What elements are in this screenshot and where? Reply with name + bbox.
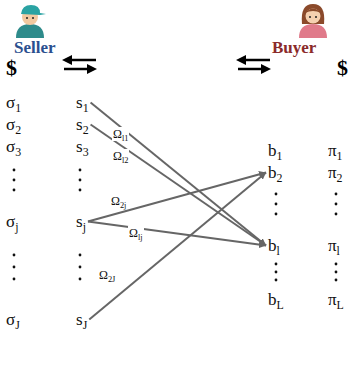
transition-arrow <box>89 173 266 320</box>
node-text: b1 <box>268 141 282 160</box>
price-label: σj <box>6 212 18 232</box>
transition-arrow <box>88 222 266 246</box>
price-label: σ2 <box>6 115 21 135</box>
seller-icon <box>16 5 46 38</box>
price-label: πl <box>328 236 340 256</box>
buyer-icon <box>299 4 327 38</box>
node-text: bl <box>268 236 280 255</box>
edge-label: Ωl2 <box>112 149 129 163</box>
edge-label: Ω2j <box>110 194 127 208</box>
agent-node: sJ <box>74 309 89 330</box>
role-title: Seller <box>14 38 56 58</box>
node-text: sJ <box>76 310 87 329</box>
agent-node: bL <box>266 289 286 310</box>
agent-node: s1 <box>74 92 91 113</box>
node-text: s3 <box>76 137 89 156</box>
price-label: σJ <box>6 310 20 330</box>
edge-label: Ωlj <box>128 226 144 240</box>
price-label: π1 <box>328 141 343 161</box>
exchange-arrows <box>62 55 271 74</box>
node-text: s1 <box>76 93 89 112</box>
money-symbol: $ <box>337 55 348 80</box>
transition-arrow <box>88 173 266 222</box>
transition-arrow <box>91 103 266 246</box>
agent-node: s3 <box>74 136 91 157</box>
agent-node: sj <box>74 211 88 232</box>
transition-arrow <box>91 125 266 246</box>
node-text: b2 <box>268 163 282 182</box>
price-label: πL <box>328 290 344 310</box>
node-text: bL <box>268 290 284 309</box>
agent-node: bl <box>266 235 282 256</box>
edge-label: Ω2J <box>98 268 116 282</box>
ellipsis-dots <box>13 169 338 282</box>
price-label: π2 <box>328 163 343 183</box>
node-text: sj <box>76 212 86 231</box>
node-text: s2 <box>76 115 89 134</box>
money-symbol: $ <box>6 55 17 80</box>
price-label: σ1 <box>6 93 21 113</box>
edge-label: Ωl1 <box>112 127 129 141</box>
agent-node: b2 <box>266 162 284 183</box>
agent-node: s2 <box>74 114 91 135</box>
price-label: σ3 <box>6 137 21 157</box>
role-title: Buyer <box>272 38 316 58</box>
agent-node: b1 <box>266 140 284 161</box>
